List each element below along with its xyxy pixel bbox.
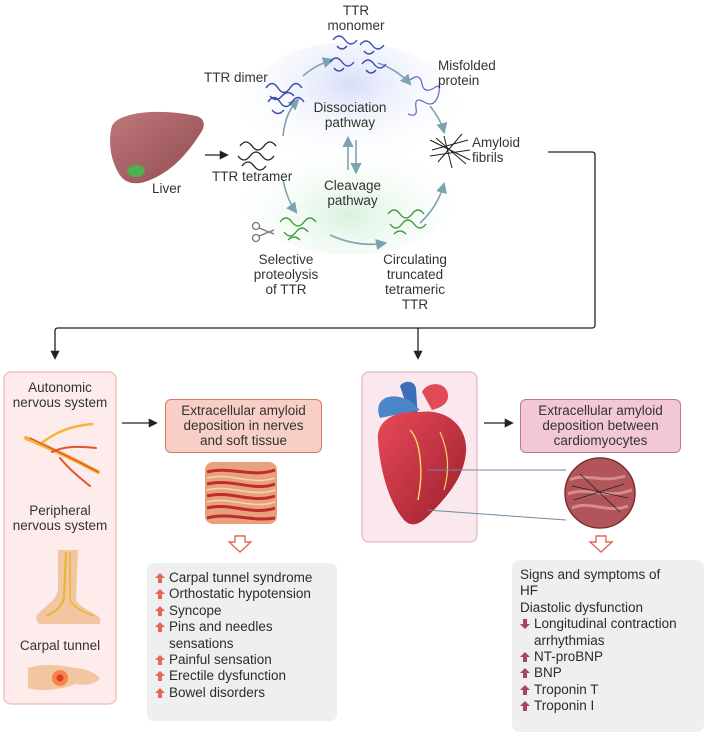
liver-label: Liver	[152, 181, 182, 196]
zoom-lines	[426, 469, 567, 521]
list-item-text: Troponin T	[534, 681, 599, 697]
list-item: Erectile dysfunction	[155, 668, 331, 684]
nerve-deposition-box: Extracellular amyloid deposition in nerv…	[165, 399, 322, 453]
cycle-arrows	[282, 57, 448, 251]
list-item: Syncope	[155, 603, 331, 619]
up-arrow-icon	[155, 687, 165, 698]
up-arrow-icon	[155, 622, 165, 633]
up-arrow-icon	[520, 668, 530, 679]
peripheral-label: Peripheral nervous system	[12, 503, 108, 533]
list-item: Troponin I	[520, 698, 698, 714]
down-arrow-icon	[520, 619, 530, 630]
list-item: Carpal tunnel syndrome	[155, 570, 331, 586]
leg-icon	[36, 550, 100, 624]
flow-lines	[50, 150, 596, 428]
ttr-tetramer-icon	[237, 141, 277, 171]
up-arrow-icon	[520, 684, 530, 695]
ttr-monomer-label: TTR monomer	[327, 3, 385, 33]
carpal-tunnel-label: Carpal tunnel	[19, 638, 101, 653]
list-item: Orthostatic hypotension	[155, 586, 331, 602]
list-item-text: NT-proBNP	[534, 649, 604, 665]
ttr-monomer-icon	[329, 35, 387, 74]
circulating-ttr-label: Circulating truncated tetrameric TTR	[383, 252, 447, 312]
list-item: BNP	[520, 665, 698, 681]
truncated-ttr-icon	[387, 209, 427, 235]
list-item-text: Orthostatic hypotension	[169, 586, 311, 602]
list-item: Painful sensation	[155, 652, 331, 668]
dissociation-pathway-label: Dissociation pathway	[313, 100, 387, 130]
scissors-icon	[251, 221, 275, 243]
list-item: Pins and needles sensations	[155, 619, 331, 652]
up-arrow-icon	[155, 605, 165, 616]
liver-icon	[110, 111, 204, 184]
list-item-text: Longitudinal contraction arrhythmias	[534, 616, 677, 648]
list-item: Troponin T	[520, 682, 698, 698]
list-item-text: Erectile dysfunction	[169, 668, 287, 684]
cleaved-ttr-icon	[279, 217, 317, 241]
list-item: Diastolic dysfunction	[520, 600, 698, 616]
ttr-tetramer-label: TTR tetramer	[212, 169, 293, 184]
autonomic-nerve-icon	[24, 422, 100, 487]
list-item-text: Bowel disorders	[169, 684, 266, 700]
selective-proteolysis-label: Selective proteolysis of TTR	[253, 252, 319, 297]
up-arrow-icon	[520, 652, 530, 663]
list-item-text: Carpal tunnel syndrome	[169, 570, 313, 585]
amyloid-fibrils-label: Amyloid fibrils	[472, 135, 521, 165]
list-item-text: Diastolic dysfunction	[520, 599, 644, 615]
misfolded-protein-label: Misfolded protein	[438, 58, 496, 88]
amyloid-fibrils-icon	[429, 133, 471, 169]
misfolded-protein-icon	[407, 76, 440, 116]
list-item: Bowel disorders	[155, 685, 331, 701]
up-arrow-icon	[155, 573, 165, 583]
list-item: Signs and symptoms of HF	[520, 567, 698, 600]
hand-wrist-icon	[28, 665, 100, 691]
nervous-system-panel	[3, 371, 117, 705]
cardiac-deposition-box: Extracellular amyloid deposition between…	[520, 399, 681, 453]
up-arrow-icon	[155, 589, 165, 600]
up-arrow-icon	[155, 671, 165, 682]
cleavage-glow	[240, 125, 460, 255]
ttr-dimer-icon	[265, 82, 305, 115]
nerve-tissue-icon	[205, 462, 277, 524]
heart-icon	[377, 381, 467, 525]
autonomic-label: Autonomic nervous system	[12, 380, 108, 410]
up-arrow-icon	[520, 701, 530, 712]
cardiomyocyte-icon	[564, 457, 636, 529]
down-arrow-icon	[588, 535, 614, 553]
list-item-text: Syncope	[169, 602, 222, 618]
list-item-text: Signs and symptoms of HF	[520, 567, 661, 599]
list-item: NT-proBNP	[520, 649, 698, 665]
cleavage-pathway-label: Cleavage pathway	[323, 178, 382, 208]
list-item-text: Troponin I	[534, 698, 595, 714]
list-item-text: Painful sensation	[169, 652, 272, 668]
list-item: Longitudinal contraction arrhythmias	[520, 616, 698, 649]
list-item-text: Pins and needles sensations	[169, 619, 273, 651]
down-arrow-icon	[227, 535, 253, 553]
up-arrow-icon	[155, 655, 165, 666]
ttr-dimer-label: TTR dimer	[204, 70, 268, 85]
list-item-text: BNP	[534, 665, 562, 681]
